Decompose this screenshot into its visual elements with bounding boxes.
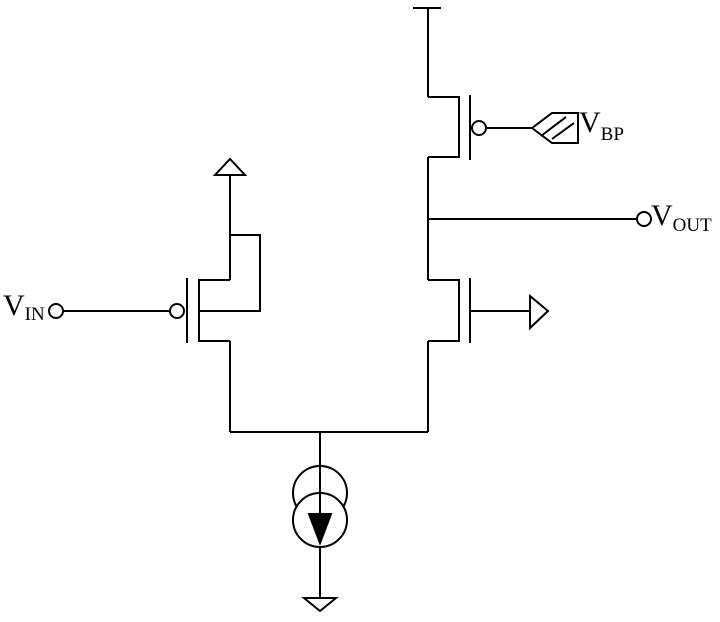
- ground-icon-bottom: [301, 597, 339, 613]
- ground-icon-right: [529, 293, 550, 331]
- vdd-supply-symbol: [413, 7, 441, 97]
- supply-arrow-icon: [212, 157, 248, 176]
- vout-label: VOUT: [651, 199, 712, 236]
- tail-node-wire: [229, 341, 429, 466]
- output-node-wire: [427, 157, 637, 280]
- vbp-sub: BP: [601, 124, 624, 145]
- top-pmos-transistor: [428, 95, 532, 160]
- input-pmos-transistor: [63, 175, 261, 343]
- vbp-port-icon: [530, 112, 579, 144]
- vout-main: V: [651, 199, 673, 232]
- vin-terminal[interactable]: [48, 303, 64, 319]
- vin-main: V: [3, 289, 25, 322]
- bottom-nmos-transistor: [428, 278, 530, 343]
- vbp-main: V: [579, 106, 601, 139]
- vin-label: VIN: [3, 289, 45, 325]
- vin-sub: IN: [25, 304, 45, 325]
- vbp-label: VBP: [579, 106, 624, 145]
- current-source-icon: [292, 465, 348, 598]
- vout-terminal[interactable]: [636, 211, 652, 227]
- vout-sub: OUT: [673, 215, 712, 236]
